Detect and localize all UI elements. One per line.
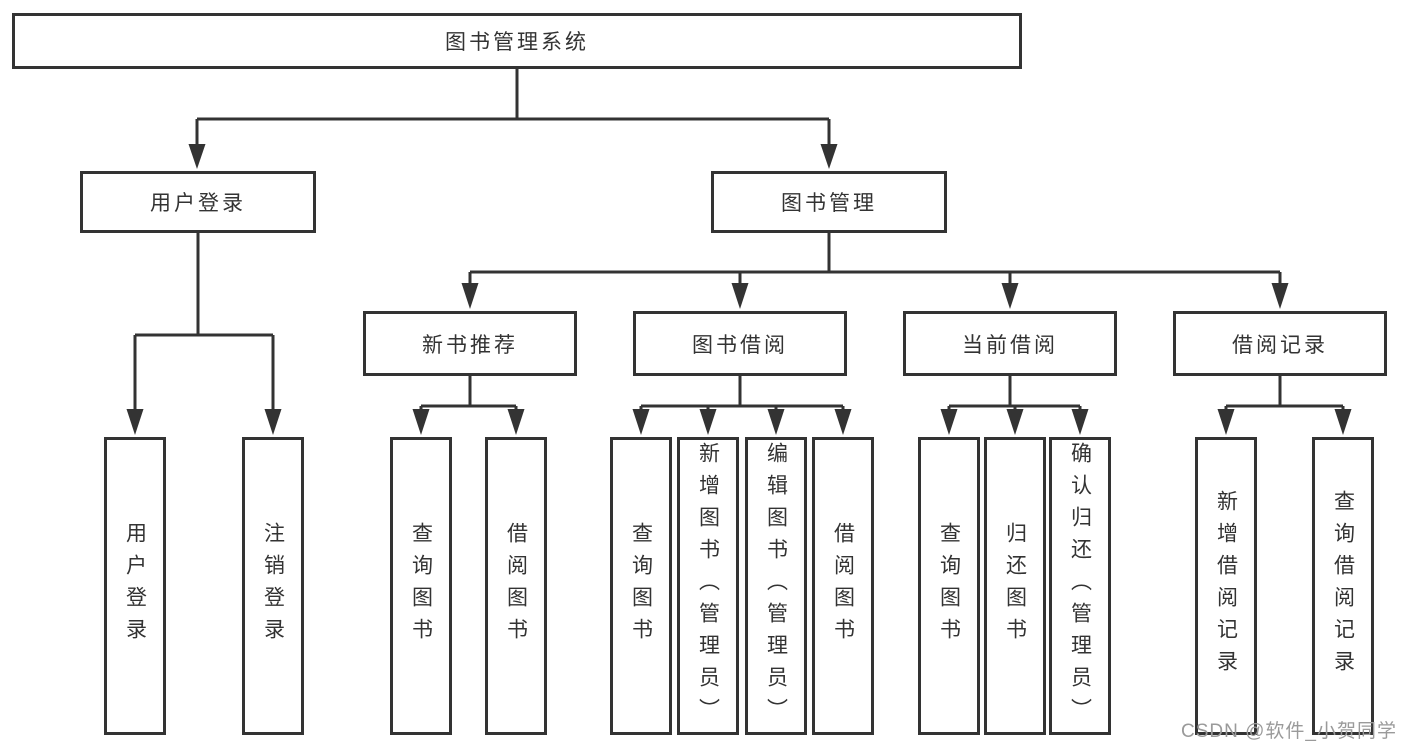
leaf-add-borrow-record: 新增借阅记录 [1195,437,1257,735]
leaf-user-login: 用户登录 [104,437,166,735]
leaf-add-books-admin: 新增图书（管理员） [677,437,739,735]
connector-current-borrowing-children [940,376,1089,435]
connector-new-book-children [412,376,525,435]
node-borrowing-records: 借阅记录 [1173,311,1387,376]
leaf-label: 新增借阅记录 [1214,490,1238,682]
connector-borrowing-records-children [1217,376,1352,435]
leaf-borrow-books: 借阅图书 [812,437,874,735]
leaf-query-borrow-record: 查询借阅记录 [1312,437,1374,735]
node-root-library-management-system: 图书管理系统 [12,13,1022,69]
node-new-book-recommendation: 新书推荐 [363,311,577,376]
node-current-borrowing: 当前借阅 [903,311,1117,376]
connector-book-borrowing-children [632,376,852,435]
node-label: 图书管理系统 [445,31,589,54]
leaf-query-books-recommend: 查询图书 [390,437,452,735]
leaf-label: 查询图书 [409,522,433,650]
leaf-logout: 注销登录 [242,437,304,735]
connector-root-to-level2 [188,68,838,169]
leaf-label: 编辑图书（管理员） [764,442,788,730]
node-user-login: 用户登录 [80,171,316,233]
leaf-label: 确认归还（管理员） [1068,442,1092,730]
leaf-label: 借阅图书 [504,522,528,650]
node-label: 图书借阅 [692,333,788,357]
node-label: 图书管理 [781,192,877,215]
leaf-label: 归还图书 [1003,522,1027,650]
node-book-management: 图书管理 [711,171,947,233]
leaf-label: 注销登录 [261,522,285,650]
leaf-query-books-current: 查询图书 [918,437,980,735]
leaf-label: 借阅图书 [831,522,855,650]
node-label: 用户登录 [150,192,246,215]
leaf-label: 查询图书 [937,522,961,650]
connector-book-management-children [461,233,1289,309]
leaf-confirm-return-admin: 确认归还（管理员） [1049,437,1111,735]
node-label: 当前借阅 [962,333,1058,357]
leaf-borrow-books-recommend: 借阅图书 [485,437,547,735]
node-book-borrowing: 图书借阅 [633,311,847,376]
csdn-watermark: CSDN @软件_小贺同学 [1181,721,1397,742]
leaf-return-books: 归还图书 [984,437,1046,735]
leaf-label: 新增图书（管理员） [696,442,720,730]
node-label: 新书推荐 [422,333,518,357]
leaf-label: 查询图书 [629,522,653,650]
leaf-edit-books-admin: 编辑图书（管理员） [745,437,807,735]
leaf-label: 用户登录 [123,522,147,650]
leaf-query-books-borrowing: 查询图书 [610,437,672,735]
node-label: 借阅记录 [1232,333,1328,357]
leaf-label: 查询借阅记录 [1331,490,1355,682]
connector-user-login-children [126,233,282,435]
